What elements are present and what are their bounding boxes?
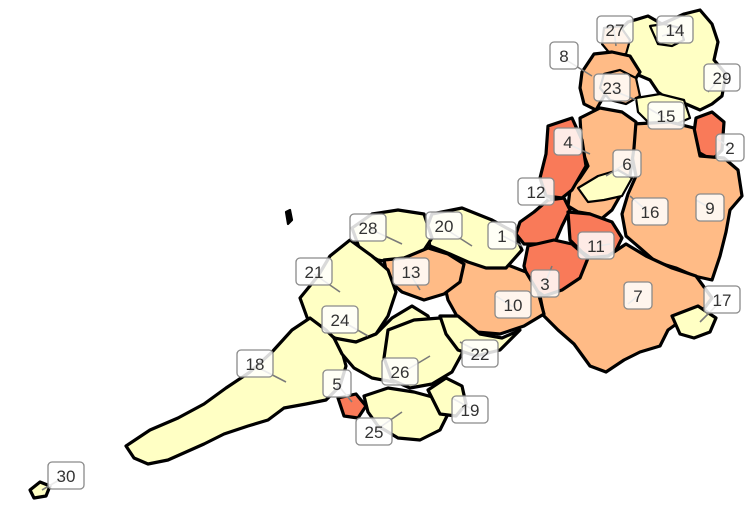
svg-text:21: 21 [305, 263, 324, 282]
region-17 [670, 304, 718, 340]
svg-text:24: 24 [331, 311, 350, 330]
svg-text:14: 14 [666, 21, 685, 40]
label-5: 5 [322, 369, 352, 398]
label-7: 7 [623, 281, 653, 310]
label-27: 27 [596, 15, 634, 44]
label-19: 19 [451, 395, 489, 424]
svg-text:27: 27 [606, 21, 625, 40]
label-6: 6 [612, 149, 642, 178]
label-20: 20 [425, 211, 463, 240]
label-3: 3 [530, 269, 560, 298]
label-14: 14 [656, 15, 694, 44]
label-1: 1 [487, 221, 517, 250]
label-15: 15 [647, 101, 685, 130]
label-2: 2 [715, 133, 745, 162]
region-9 [620, 120, 744, 282]
label-25: 25 [355, 417, 393, 446]
svg-text:2: 2 [725, 139, 734, 158]
region-18 [124, 316, 348, 466]
island-mark [284, 208, 294, 226]
svg-text:6: 6 [622, 155, 631, 174]
label-24: 24 [321, 305, 359, 334]
label-29: 29 [703, 63, 741, 92]
svg-text:3: 3 [540, 275, 549, 294]
svg-text:12: 12 [527, 183, 546, 202]
label-10: 10 [494, 290, 532, 319]
svg-text:20: 20 [435, 217, 454, 236]
region-22 [438, 314, 522, 358]
label-11: 11 [577, 231, 615, 260]
svg-text:28: 28 [359, 219, 378, 238]
svg-text:22: 22 [471, 345, 490, 364]
label-13: 13 [392, 257, 430, 286]
svg-text:7: 7 [633, 287, 642, 306]
label-8: 8 [549, 41, 579, 70]
svg-text:25: 25 [365, 423, 384, 442]
label-16: 16 [631, 197, 669, 226]
label-4: 4 [553, 127, 583, 156]
label-21: 21 [295, 257, 333, 286]
svg-text:19: 19 [461, 401, 480, 420]
svg-text:26: 26 [391, 363, 410, 382]
label-23: 23 [593, 73, 631, 102]
label-9: 9 [695, 193, 725, 222]
svg-text:10: 10 [504, 296, 523, 315]
label-12: 12 [517, 177, 555, 206]
svg-text:4: 4 [563, 133, 572, 152]
label-30: 30 [47, 461, 85, 490]
svg-text:9: 9 [705, 199, 714, 218]
svg-text:29: 29 [713, 69, 732, 88]
svg-text:16: 16 [641, 203, 660, 222]
svg-text:18: 18 [246, 355, 265, 374]
svg-text:8: 8 [559, 47, 568, 66]
svg-text:23: 23 [603, 79, 622, 98]
label-22: 22 [461, 339, 499, 368]
label-17: 17 [703, 285, 741, 314]
region-6 [576, 168, 634, 204]
svg-text:17: 17 [713, 291, 732, 310]
label-26: 26 [381, 357, 419, 386]
svg-text:11: 11 [587, 237, 605, 256]
svg-text:1: 1 [497, 227, 506, 246]
region-5 [336, 392, 368, 420]
label-28: 28 [349, 213, 387, 242]
region-30 [28, 480, 52, 500]
svg-text:15: 15 [657, 107, 676, 126]
svg-text:30: 30 [57, 467, 76, 486]
svg-text:5: 5 [332, 375, 341, 394]
label-18: 18 [236, 349, 274, 378]
svg-text:13: 13 [402, 263, 421, 282]
